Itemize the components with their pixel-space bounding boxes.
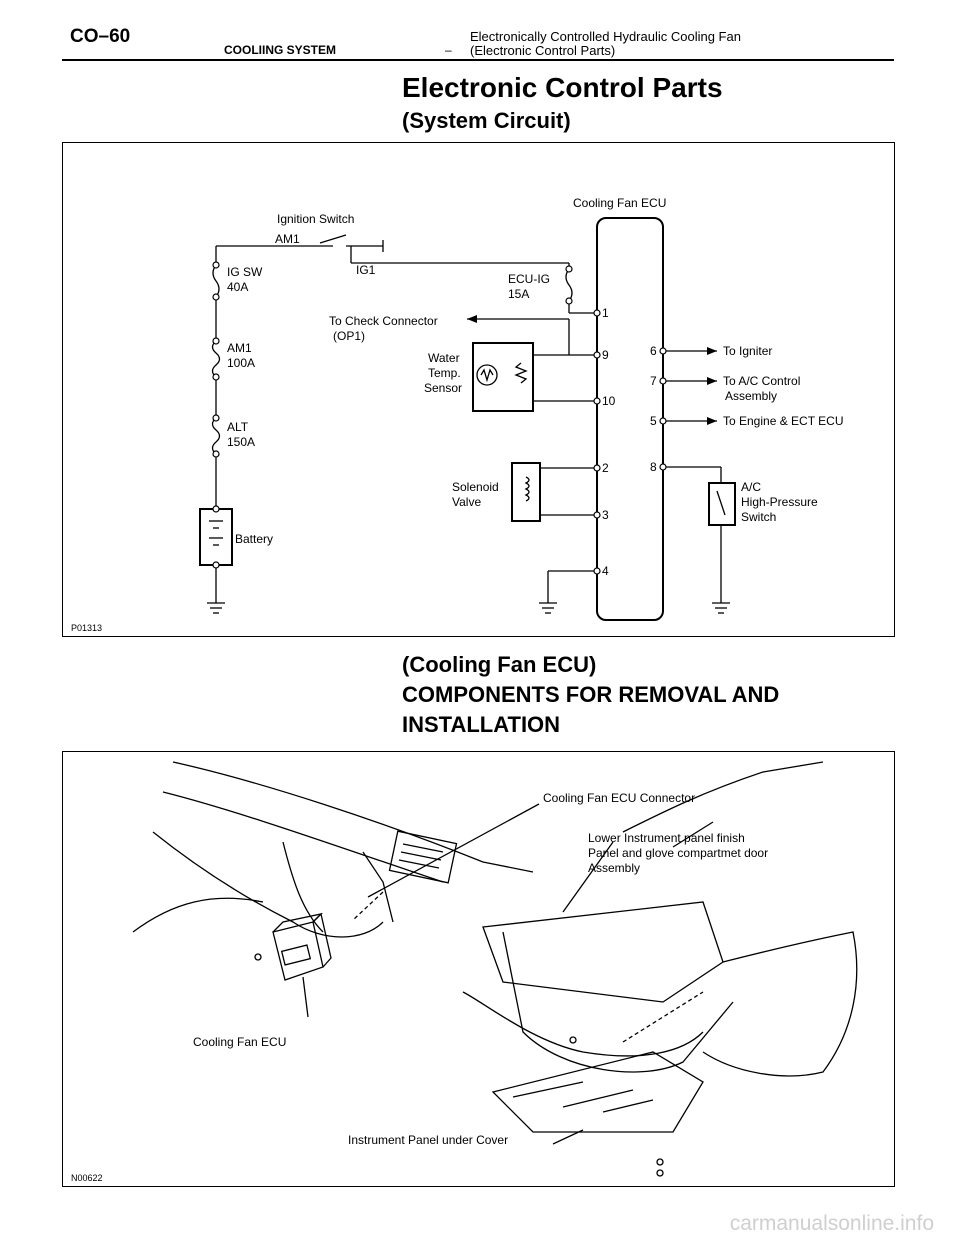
pin-label: 8 <box>650 460 657 474</box>
pin-label: 1 <box>602 306 609 320</box>
circuit-diagram: Cooling Fan ECU Ignition Switch AM1 IG1 … <box>71 196 844 633</box>
pin-label: 10 <box>602 394 616 408</box>
glove-label-2: Panel and glove compartmet door <box>588 846 768 860</box>
glove-label-1: Lower Instrument panel finish <box>588 831 745 845</box>
components-heading-line1: (Cooling Fan ECU) <box>402 652 597 677</box>
check-connector-code: (OP1) <box>333 329 365 343</box>
header-dash: – <box>445 43 452 57</box>
ig1-label: IG1 <box>356 263 376 277</box>
ecu-component-label: Cooling Fan ECU <box>193 1035 286 1049</box>
water-temp-label-3: Sensor <box>424 381 462 395</box>
ignition-switch-label: Ignition Switch <box>277 212 354 226</box>
figure-id: N00622 <box>71 1173 103 1183</box>
section-name: COOLIING SYSTEM <box>224 43 337 57</box>
page-number: CO–60 <box>70 26 131 47</box>
ac-switch-label-1: A/C <box>741 480 761 494</box>
ig-sw-label: IG SW <box>227 265 263 279</box>
water-temp-label-1: Water <box>428 351 460 365</box>
to-engine-label: To Engine & ECT ECU <box>723 414 844 428</box>
pin-label: 6 <box>650 344 657 358</box>
page-title: Electronic Control Parts <box>402 72 723 103</box>
system-circuit-heading: (System Circuit) <box>402 108 571 133</box>
pin-label: 3 <box>602 508 609 522</box>
am1-fuse-label: AM1 <box>227 341 252 355</box>
ecu-ig-amp: 15A <box>508 287 529 301</box>
components-illustration: Cooling Fan ECU Connector Lower Instrume… <box>71 761 858 1183</box>
header-title-line1: Electronically Controlled Hydraulic Cool… <box>470 29 741 44</box>
header-rule <box>62 59 894 61</box>
solenoid-label-2: Valve <box>452 495 481 509</box>
ecu-ig-label: ECU-IG <box>508 272 550 286</box>
components-heading-line2: COMPONENTS FOR REMOVAL AND <box>402 682 780 707</box>
solenoid-label-1: Solenoid <box>452 480 499 494</box>
water-temp-label-2: Temp. <box>428 366 461 380</box>
pin-label: 2 <box>602 461 609 475</box>
glove-label-3: Assembly <box>588 861 640 875</box>
components-heading-line3: INSTALLATION <box>402 712 561 737</box>
components-figure: Cooling Fan ECU Connector Lower Instrume… <box>62 751 895 1187</box>
am1-switch-label: AM1 <box>275 232 300 246</box>
alt-fuse-label: ALT <box>227 420 249 434</box>
under-cover-label: Instrument Panel under Cover <box>348 1133 508 1147</box>
pin-label: 9 <box>602 348 609 362</box>
to-ac-label-2: Assembly <box>725 389 777 403</box>
system-circuit-figure: Cooling Fan ECU Ignition Switch AM1 IG1 … <box>62 142 895 637</box>
alt-fuse-amp: 150A <box>227 435 255 449</box>
pin-label: 4 <box>602 564 609 578</box>
ecu-label: Cooling Fan ECU <box>573 196 666 210</box>
to-ac-label-1: To A/C Control <box>723 374 800 388</box>
watermark: carmanualsonline.info <box>729 1212 934 1235</box>
ac-switch-label-3: Switch <box>741 510 776 524</box>
header-title-line2: (Electronic Control Parts) <box>470 43 616 58</box>
am1-fuse-amp: 100A <box>227 356 255 370</box>
figure-id: P01313 <box>71 623 102 633</box>
to-igniter-label: To Igniter <box>723 344 772 358</box>
components-heading: (Cooling Fan ECU) COMPONENTS FOR REMOVAL… <box>402 650 779 740</box>
battery-label: Battery <box>235 532 273 546</box>
pin-label: 5 <box>650 414 657 428</box>
ecu-connector-label: Cooling Fan ECU Connector <box>543 791 695 805</box>
pin-label: 7 <box>650 374 657 388</box>
ac-switch-label-2: High-Pressure <box>741 495 818 509</box>
ig-sw-amp: 40A <box>227 280 248 294</box>
check-connector-label: To Check Connector <box>329 314 438 328</box>
